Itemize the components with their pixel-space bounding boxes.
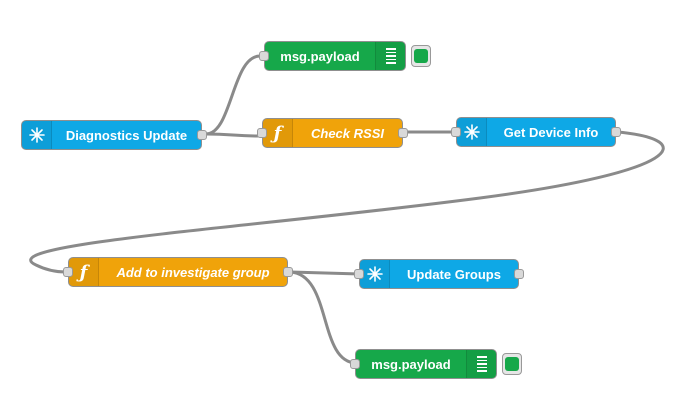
wire-diagnostics-to-debug <box>204 54 262 136</box>
node-check-rssi[interactable]: ƒ Check RSSI <box>257 118 408 148</box>
node-debug-top[interactable]: msg.payload <box>259 41 431 71</box>
node-label: Check RSSI <box>311 125 384 141</box>
node-debug-bottom[interactable]: msg.payload <box>350 349 522 379</box>
input-port[interactable] <box>350 359 360 369</box>
input-port[interactable] <box>63 267 73 277</box>
node-label: Diagnostics Update <box>65 127 188 143</box>
function-icon: ƒ <box>263 119 293 147</box>
wire-get-device-info-to-add-investigate <box>29 130 665 274</box>
input-port[interactable] <box>257 128 267 138</box>
debug-active-indicator <box>414 49 428 63</box>
output-port[interactable] <box>283 267 293 277</box>
debug-toggle-button[interactable] <box>502 353 522 375</box>
output-port[interactable] <box>197 130 207 140</box>
node-label: Add to investigate group <box>116 264 270 280</box>
wire-add-investigate-to-update-groups <box>288 270 362 276</box>
node-label: msg.payload <box>280 48 360 64</box>
node-label: msg.payload <box>371 356 451 372</box>
debug-active-indicator <box>505 357 519 371</box>
link-icon <box>360 260 390 288</box>
output-port[interactable] <box>611 127 621 137</box>
node-diagnostics-update[interactable]: Diagnostics Update <box>21 120 207 150</box>
input-port[interactable] <box>354 269 364 279</box>
function-icon: ƒ <box>69 258 99 286</box>
node-get-device-info[interactable]: Get Device Info <box>451 117 621 147</box>
node-add-investigate-group[interactable]: ƒ Add to investigate group <box>63 257 293 287</box>
node-label: Get Device Info <box>503 124 599 140</box>
input-port[interactable] <box>451 127 461 137</box>
link-icon <box>457 118 487 146</box>
output-port[interactable] <box>398 128 408 138</box>
node-update-groups[interactable]: Update Groups <box>354 259 524 289</box>
link-in-icon <box>22 121 52 149</box>
debug-list-icon <box>466 350 496 378</box>
wire-add-investigate-to-debug <box>288 270 358 365</box>
debug-toggle-button[interactable] <box>411 45 431 67</box>
wire-diagnostics-to-check-rssi <box>204 132 262 138</box>
debug-list-icon <box>375 42 405 70</box>
output-port[interactable] <box>514 269 524 279</box>
input-port[interactable] <box>259 51 269 61</box>
node-label: Update Groups <box>407 266 501 282</box>
